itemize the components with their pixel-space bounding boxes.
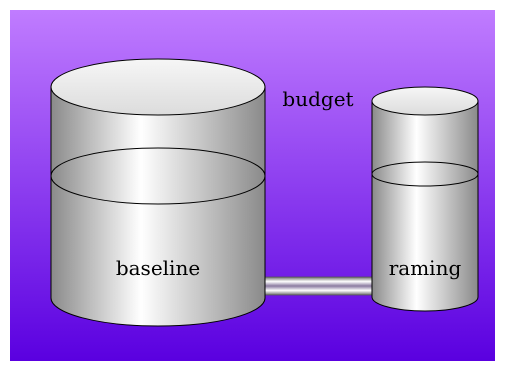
baseline-label: baseline	[116, 256, 200, 280]
budget-label: budget	[282, 87, 353, 111]
pipe-baseline-to-raming	[262, 276, 374, 296]
cylinder-baseline-level-ring	[50, 147, 266, 177]
cylinder-baseline: baseline	[50, 58, 266, 327]
cylinder-raming-level-ring	[371, 161, 479, 175]
raming-label: raming	[389, 256, 462, 280]
cylinder-raming: raming	[371, 86, 479, 312]
